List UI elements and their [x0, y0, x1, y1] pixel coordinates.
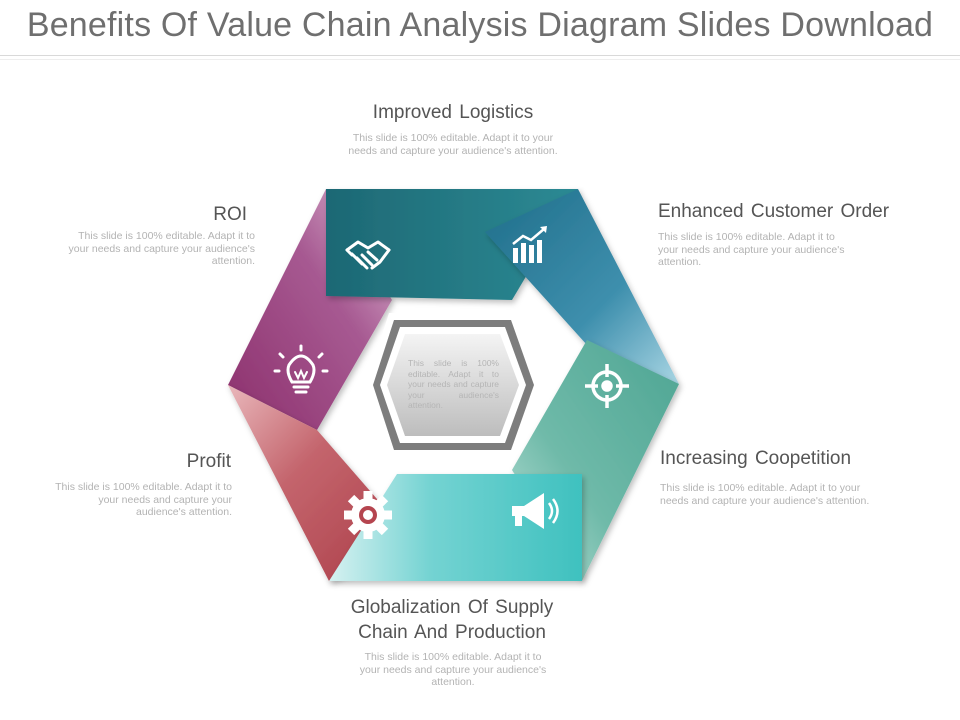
- handshake-icon: [345, 240, 391, 270]
- crosshair-icon: [585, 364, 629, 408]
- title-divider: [0, 55, 960, 56]
- gear-icon: [344, 491, 392, 539]
- title-divider-light: [0, 59, 960, 60]
- label-profit: Profit: [186, 451, 231, 472]
- label-increasing-coopetition: Increasing Coopetition: [660, 448, 852, 469]
- bar-chart-icon: [512, 226, 547, 263]
- center-description: This slide is 100% editable. Adapt it to…: [408, 358, 499, 410]
- center-hexagon: [366, 313, 541, 457]
- desc-improved-logistics: This slide is 100% editable. Adapt it to…: [348, 132, 558, 157]
- megaphone-icon: [512, 493, 559, 529]
- label-enhanced-customer-order: Enhanced Customer Order: [658, 201, 890, 222]
- desc-profit: This slide is 100% editable. Adapt it to…: [55, 481, 232, 518]
- segment-improved-logistics: [326, 189, 578, 300]
- label-improved-logistics: Improved Logistics: [372, 102, 534, 123]
- slide-title: Benefits Of Value Chain Analysis Diagram…: [26, 6, 934, 44]
- desc-increasing-coopetition: This slide is 100% editable. Adapt it to…: [660, 482, 870, 507]
- label-roi: ROI: [213, 204, 247, 225]
- lightbulb-icon: [273, 344, 329, 394]
- label-globalization: Globalization Of Supply Chain And Produc…: [350, 597, 554, 643]
- segment-globalization: [329, 474, 582, 581]
- desc-globalization: This slide is 100% editable. Adapt it to…: [359, 651, 547, 688]
- desc-roi: This slide is 100% editable. Adapt it to…: [68, 230, 255, 267]
- desc-enhanced-customer-order: This slide is 100% editable. Adapt it to…: [658, 231, 845, 268]
